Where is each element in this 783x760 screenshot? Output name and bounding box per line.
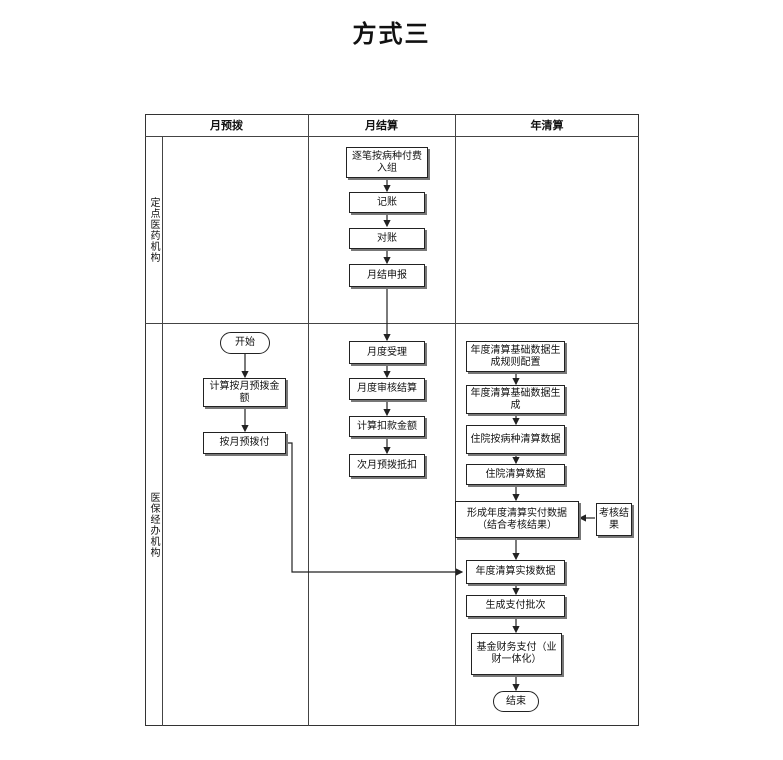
node-monthly-prepay: 按月预拨付	[203, 432, 286, 454]
node-case-grouping: 逐笔按病种付费入组	[346, 147, 428, 178]
node-calc-prepay-amount: 计算按月预拨金额	[203, 378, 286, 407]
column-divider-1	[308, 114, 309, 726]
node-calc-deduction: 计算扣款金额	[349, 416, 425, 437]
node-inpatient-clearing-data: 住院清算数据	[466, 464, 565, 485]
node-annual-base-data: 年度清算基础数据生成	[466, 385, 565, 414]
node-assessment-result: 考核结果	[596, 503, 632, 536]
node-monthly-declaration: 月结申报	[349, 264, 425, 287]
node-next-month-offset: 次月预拨抵扣	[349, 454, 425, 477]
row-divider	[145, 323, 639, 324]
row-header-insurance-agency: 医保经办机构	[145, 323, 162, 726]
page-title: 方式三	[352, 19, 431, 48]
node-annual-allocation-data: 年度清算实拨数据	[466, 560, 565, 584]
node-end: 结束	[493, 691, 539, 712]
row-header-medical-institution: 定点医药机构	[145, 136, 162, 323]
node-fund-finance-payment: 基金财务支付（业财一体化）	[471, 633, 562, 675]
column-header-monthly-settlement: 月结算	[365, 119, 398, 132]
column-header-monthly-prepay: 月预拨	[210, 119, 243, 132]
node-bookkeeping: 记账	[349, 192, 425, 213]
node-annual-rule-config: 年度清算基础数据生成规则配置	[466, 341, 565, 372]
node-monthly-acceptance: 月度受理	[349, 341, 425, 364]
node-monthly-audit-settlement: 月度审核结算	[349, 378, 425, 400]
column-divider-2	[455, 114, 456, 726]
node-start: 开始	[220, 332, 270, 354]
node-inpatient-case-clearing: 住院按病种清算数据	[466, 425, 565, 454]
node-payment-batch: 生成支付批次	[466, 595, 565, 617]
row-header-medical-institution-label: 定点医药机构	[148, 196, 159, 263]
swimlane-frame	[145, 114, 639, 726]
column-header-annual-clearing: 年清算	[530, 119, 564, 132]
row-header-insurance-agency-label: 医保经办机构	[148, 491, 159, 558]
node-reconciliation: 对账	[349, 228, 425, 249]
lane-label-divider	[162, 136, 163, 726]
header-divider	[145, 136, 639, 137]
node-annual-actual-payment: 形成年度清算实付数据（结合考核结果）	[455, 501, 579, 538]
